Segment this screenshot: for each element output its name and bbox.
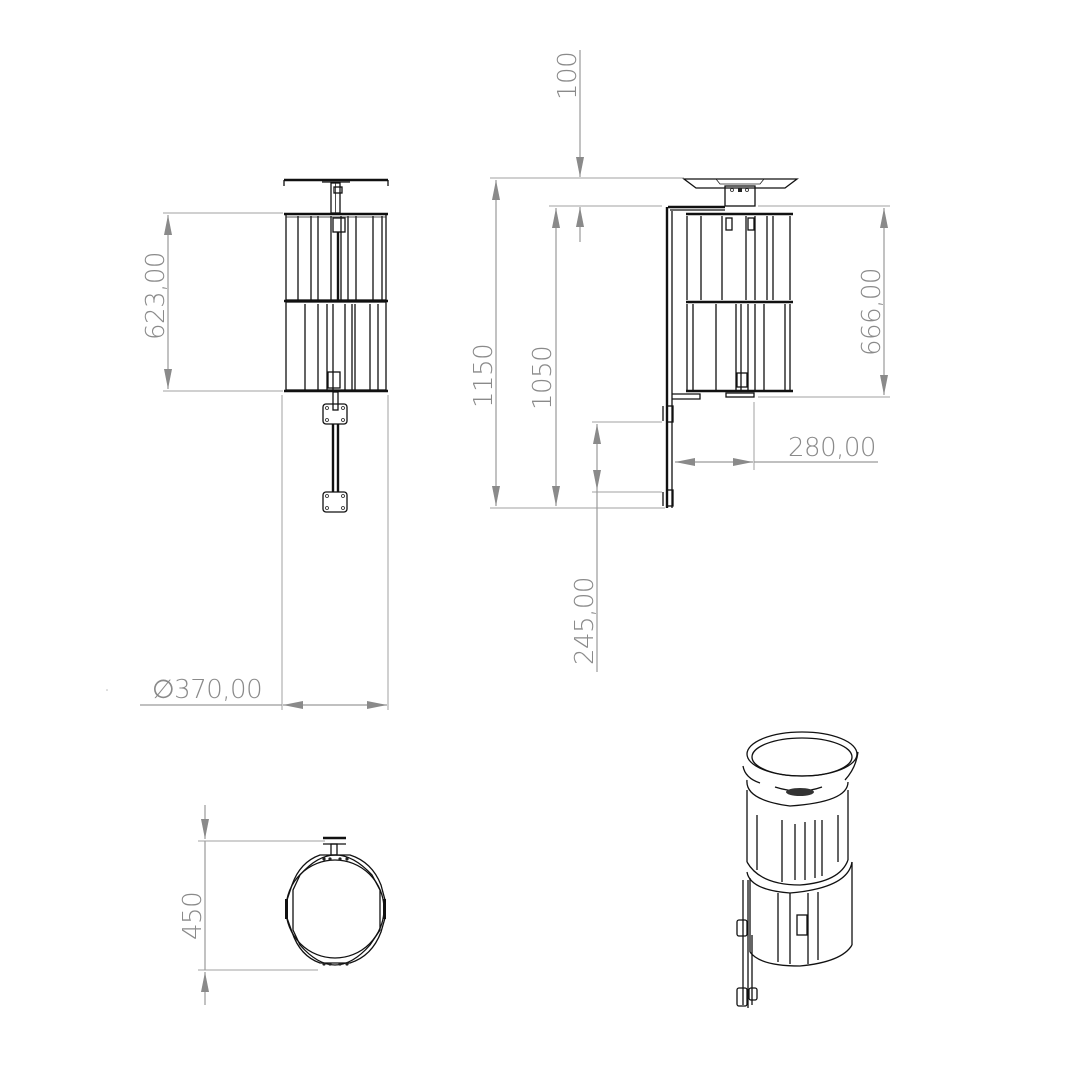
dim-label-666: 666,00 <box>857 268 887 356</box>
side-ashtray-top <box>682 178 799 207</box>
side-wall-bracket <box>662 205 725 508</box>
dim-label-100: 100 <box>553 52 583 100</box>
top-view: 450 <box>178 805 386 1005</box>
front-view: 623,00 ∅370,00 <box>106 178 389 710</box>
dim-top-depth: 450 <box>178 805 325 1005</box>
dim-label-623: 623,00 <box>141 252 171 340</box>
front-ashtray-top <box>283 178 389 214</box>
dim-label-450: 450 <box>178 892 208 940</box>
top-view-bolts <box>322 857 349 966</box>
dim-side-top-offset: 100 <box>553 50 584 242</box>
dim-front-diameter: ∅370,00 <box>106 395 389 710</box>
dim-front-body-height: 623,00 <box>141 212 283 392</box>
side-lower-drum <box>686 304 793 398</box>
side-view: 100 1150 1050 666,00 280,00 <box>469 50 890 672</box>
dim-side-body-height: 666,00 <box>857 208 888 395</box>
front-wall-post <box>322 391 348 513</box>
dim-side-mount-height: 1050 <box>528 208 560 506</box>
dim-label-245: 245,00 <box>570 577 600 665</box>
dim-label-diameter-370: ∅370,00 <box>152 675 262 705</box>
dim-label-280: 280,00 <box>788 433 876 463</box>
front-upper-drum <box>284 212 388 301</box>
isometric-view <box>736 731 859 1008</box>
front-lower-drum <box>284 299 388 393</box>
dim-side-bracket-spacing: 245,00 <box>570 421 662 672</box>
dim-label-1050: 1050 <box>528 346 558 410</box>
side-upper-drum <box>686 212 793 304</box>
dim-side-total-height: 1150 <box>469 180 500 506</box>
dim-side-wall-offset: 280,00 <box>675 402 878 470</box>
dim-label-1150: 1150 <box>469 344 499 408</box>
